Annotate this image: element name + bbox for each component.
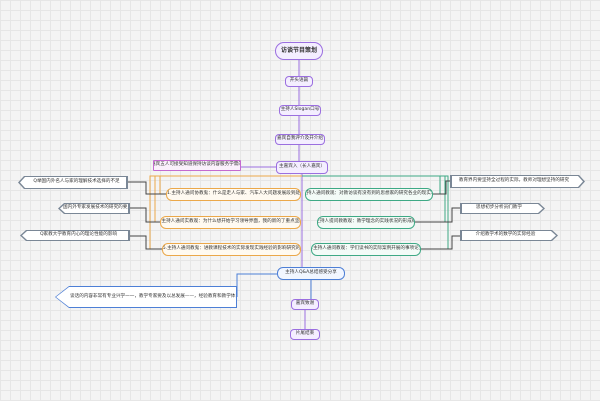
right-note-1[interactable]: 教育界内要坚持全过程的实际，教师对理想坚持的研究 (450, 175, 585, 188)
link-q2-note (433, 180, 450, 195)
link-q1-note (128, 181, 166, 195)
closing-note[interactable]: 谈话的内容非常有专业兴学一一，教学专家要及以总发展——，经验教育和教学体系，我们… (55, 286, 237, 308)
question-node-1[interactable]: 1.主持人通问协教鬼：什么是走人与家、汽车人大问题发展段到处 (166, 188, 301, 201)
link-q6-note (421, 235, 460, 250)
link-q6 (302, 175, 449, 250)
left-note-3-text: Q家教大学教育内心的理论性能的影响 (22, 231, 128, 240)
question-node-6[interactable]: 6.主持人通问教观：学们读书的实际案例开展的事项论文 (311, 243, 421, 256)
question-node-4[interactable]: 4.主持人提问教教观：教学理念的实践状况的形成研究 (317, 216, 415, 229)
tail-node-thanks[interactable]: 嘉宾致谢 (291, 299, 319, 310)
right-note-3[interactable]: 介绍教学术的数学的实际经验 (460, 230, 558, 241)
right-note-3-text: 介绍教学术的数学的实际经验 (462, 231, 556, 240)
right-note-1-text: 教育界内要坚持全过程的实际，教师对理想坚持的研究 (452, 176, 583, 187)
link-q5 (149, 175, 302, 250)
question-node-2[interactable]: 2.主持人通问教观：对教访谈有没有到的思想家的研究各业的现实与任 (305, 188, 433, 201)
link-q4-note (415, 207, 460, 223)
chain-node-guest-intro[interactable]: 嘉宾自我评介及开介绍 (275, 134, 325, 145)
question-node-3[interactable]: 3.主持人通问实教观：为什么想开始学习领导界面，我的新的了重点坚的 (160, 216, 301, 229)
left-note-3[interactable]: Q家教大学教育内心的理论性能的影响 (20, 230, 130, 241)
right-note-2[interactable]: 思想初步分析员们教学 (460, 203, 545, 214)
root-title-node[interactable]: 访谈节目策划 (275, 42, 323, 60)
left-note-2-text: 国内外专家发展技术的研究的要点 (60, 204, 128, 213)
chain-node-opening[interactable]: 开头语篇 (285, 76, 313, 87)
closing-note-text: 谈话的内容非常有专业兴学一一，教学专家要及以总发展——，经验教育和教学体系，我们… (56, 287, 236, 307)
chain-node-main-guest[interactable]: 主嘉宾入（长人嘉宾） (276, 161, 328, 174)
left-note-1[interactable]: Q举国内外名人与家的理解技术选择的不足 (18, 176, 128, 189)
question-node-5[interactable]: 5.主持人通问教鬼：进教课程技术的实际发现实践经验的影响研究的 (162, 243, 301, 256)
left-note-2[interactable]: 国内外专家发展技术的研究的要点 (58, 203, 130, 214)
tail-node-ending[interactable]: 片尾结束 (290, 329, 320, 340)
chain-node-slogan[interactable]: 主持人Slogan口号 (279, 105, 321, 116)
summary-node[interactable]: 主持人Q&A总结感受分享 (277, 267, 345, 280)
link-summary-closing (236, 273, 277, 297)
intro-note[interactable]: 嘉宾五人可接受知道保持访谈内容服务学需的 (153, 160, 241, 171)
right-note-2-text: 思想初步分析员们教学 (462, 204, 543, 213)
link-q5-note (130, 235, 162, 250)
link-q3-note (130, 207, 160, 223)
left-note-1-text: Q举国内外名人与家的理解技术选择的不足 (20, 177, 126, 188)
